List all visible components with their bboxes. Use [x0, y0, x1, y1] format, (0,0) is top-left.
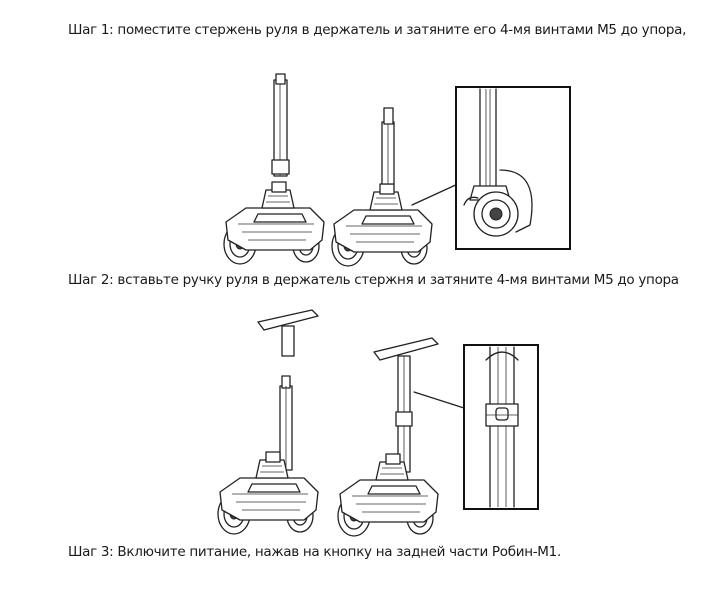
step-1-scooter-after — [331, 107, 461, 267]
step-1-instruction: Шаг 1: поместите стержень руля в держате… — [68, 22, 687, 38]
step-1-scooter-before — [223, 73, 325, 265]
step-2-detail-inset — [463, 344, 539, 510]
step-2-instruction: Шаг 2: вставьте ручку руля в держатель с… — [68, 272, 679, 288]
step-3-instruction: Шаг 3: Включите питание, нажав на кнопку… — [68, 544, 561, 560]
step-2-scooter-before — [217, 309, 319, 535]
step-2-scooter-after — [337, 337, 465, 537]
step-1-detail-inset — [455, 86, 571, 250]
